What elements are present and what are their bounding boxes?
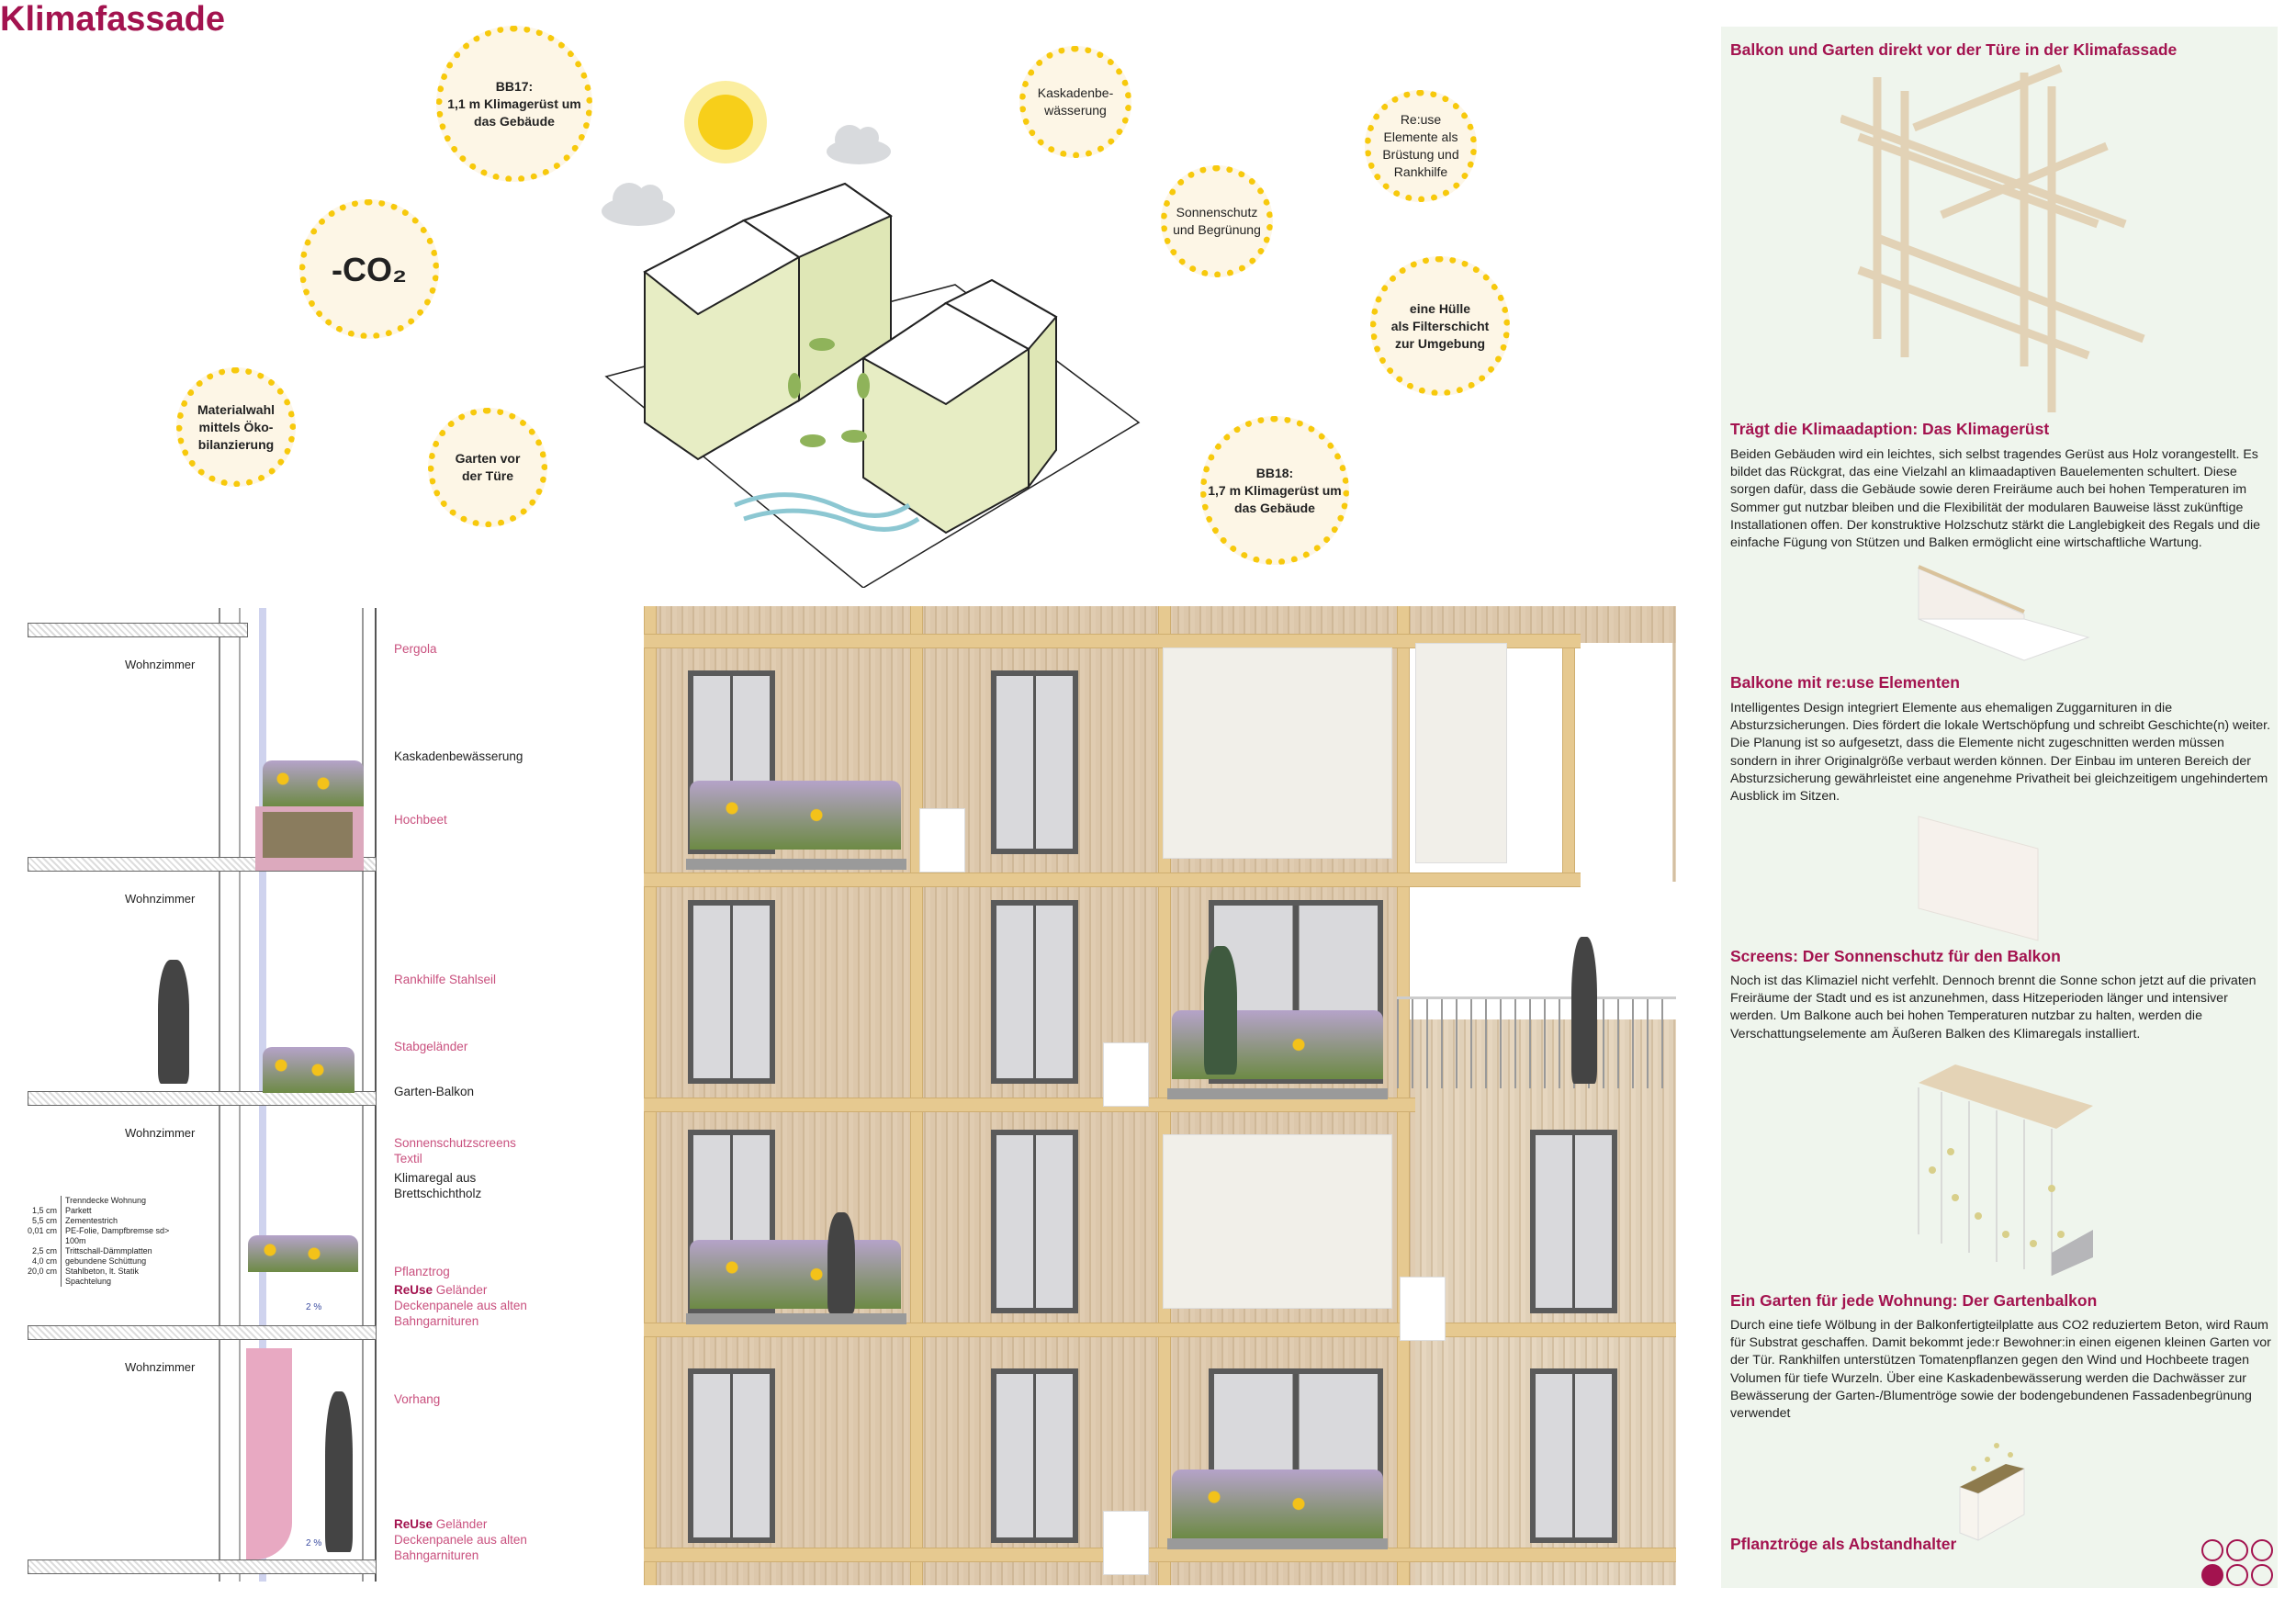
room-label: Wohnzimmer	[125, 892, 196, 906]
panel-heading: Screens: Der Sonnenschutz für den Balkon	[1730, 947, 2061, 965]
cloud-icon	[827, 125, 891, 164]
slope-label: 2 %	[306, 1538, 322, 1548]
cloud-icon	[602, 183, 675, 226]
info-panel: Balkon und Garten direkt vor der Türe in…	[1721, 27, 2278, 1588]
label-gartenbalkon: Garten-Balkon	[394, 1085, 475, 1098]
panel-heading: Balkon und Garten direkt vor der Türe in…	[1730, 40, 2178, 59]
bubble-garten: Garten vor der Türe	[428, 408, 547, 527]
panel-paragraph: Beiden Gebäuden wird ein leichtes, sich …	[1730, 447, 2261, 551]
label-kaskaden: Kaskadenbewässerung	[394, 749, 523, 763]
label-pergola: Pergola	[394, 642, 437, 656]
curtain	[246, 1348, 292, 1559]
panel-paragraph: Durch eine tiefe Wölbung in der Balkonfe…	[1730, 1318, 2271, 1422]
label-reuse-2: ReUse Geländer Deckenpanele aus alten Ba…	[394, 1517, 527, 1562]
panel-heading: Trägt die Klimaadaption: Das Klimagerüst	[1730, 420, 2050, 438]
label-screens: Sonnenschutzscreens Textil	[394, 1136, 516, 1165]
panel-paragraph: Intelligentes Design integriert Elemente…	[1730, 701, 2271, 805]
label-reuse-1: ReUse Geländer Deckenpanele aus alten Ba…	[394, 1283, 527, 1328]
wind-icon	[734, 492, 920, 532]
bubble-material: Materialwahl mittels Öko- bilanzierung	[176, 367, 296, 487]
label-pflanztrog: Pflanztrog	[394, 1265, 450, 1278]
slope-label: 2 %	[306, 1302, 322, 1312]
panel-heading: Ein Garten für jede Wohnung: Der Gartenb…	[1730, 1291, 2098, 1310]
panel-heading: Pflanztröge als Abstandhalter	[1730, 1535, 1957, 1553]
person-figure	[325, 1391, 353, 1552]
screen-panel-illustration	[1918, 816, 2039, 941]
bubble-huelle: eine Hülle als Filterschicht zur Umgebun…	[1370, 256, 1510, 396]
building-axonometry	[602, 81, 1141, 588]
person-figure	[158, 960, 189, 1084]
panel-heading: Balkone mit re:use Elementen	[1730, 673, 1960, 692]
hochbeet	[255, 806, 364, 871]
room-label: Wohnzimmer	[125, 1360, 196, 1374]
balcony-railing-illustration	[1918, 565, 2090, 661]
bubble-bb17: BB17: 1,1 m Klimagerüst um das Gebäude	[436, 26, 592, 182]
bubble-sonnenschutz: Sonnenschutz und Begrünung	[1161, 165, 1273, 277]
label-stabgelaender: Stabgeländer	[394, 1040, 468, 1053]
planter-illustration	[1959, 1443, 2025, 1541]
label-vorhang: Vorhang	[394, 1392, 441, 1406]
bubble-bb18: BB18: 1,7 m Klimagerüst um das Gebäude	[1200, 416, 1349, 565]
facade-elevation	[644, 606, 1676, 1585]
label-rankhilfe: Rankhilfe Stahlseil	[394, 973, 497, 986]
plants-balkon	[263, 1047, 355, 1093]
page-dot[interactable]	[2226, 1564, 2248, 1586]
page-title: Klimafassade	[0, 0, 226, 39]
page-indicator	[2201, 1539, 2273, 1586]
label-klimaregal: Klimaregal aus Brettschichtholz	[394, 1171, 482, 1200]
room-label: Wohnzimmer	[125, 658, 196, 671]
room-label: Wohnzimmer	[125, 1126, 196, 1140]
page-dot[interactable]	[2226, 1539, 2248, 1561]
page-dot[interactable]	[2201, 1539, 2223, 1561]
label-hochbeet: Hochbeet	[394, 813, 447, 827]
scaffold-illustration	[1840, 63, 2145, 412]
leaves-icon	[788, 338, 870, 447]
bubble-co2: -CO₂	[299, 199, 439, 339]
plants-pflanztrog	[248, 1235, 358, 1272]
panel-paragraph: Noch ist das Klimaziel nicht verfehlt. D…	[1730, 974, 2257, 1041]
page-dot[interactable]	[2251, 1539, 2273, 1561]
page-dot[interactable]	[2251, 1564, 2273, 1586]
plants-hochbeet	[263, 760, 364, 806]
page-dot-active[interactable]	[2201, 1564, 2223, 1586]
bubble-kaskaden: Kaskadenbe- wässerung	[1019, 46, 1131, 158]
garden-balcony-illustration	[1918, 1064, 2093, 1276]
bubble-reuse: Re:use Elemente als Brüstung und Rankhil…	[1365, 90, 1477, 202]
